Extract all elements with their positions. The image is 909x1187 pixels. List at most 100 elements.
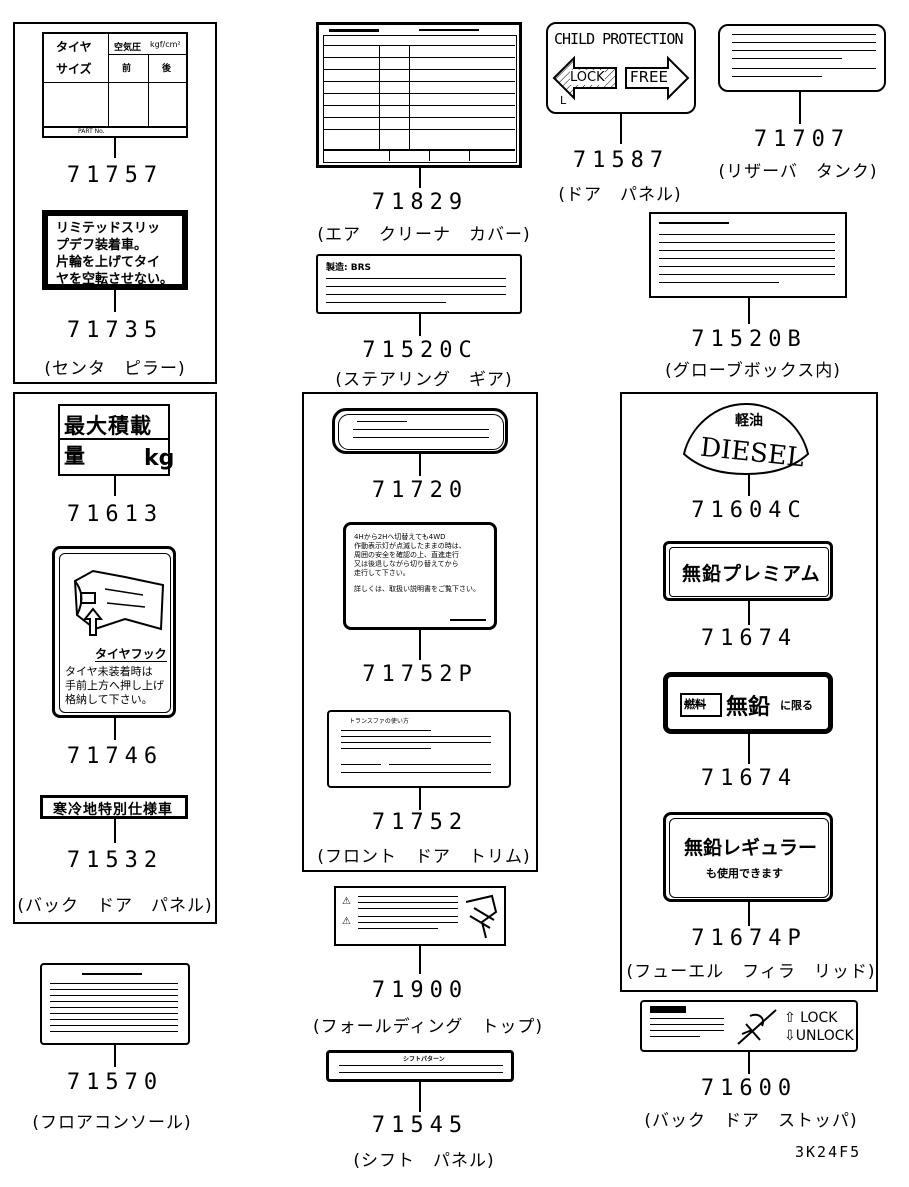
label-71900: ⚠ ⚠ <box>334 886 506 946</box>
leader <box>114 819 116 843</box>
lsd-line-4: ヤを空転させない。 <box>56 272 174 287</box>
folding-top-illustration-icon <box>465 894 498 939</box>
4wd-line-1: 4Hから2Hへ切替えても4WD <box>354 533 446 541</box>
leader <box>114 1045 116 1067</box>
part-number-71545: 71545 <box>371 1113 469 1138</box>
leader <box>748 298 750 324</box>
size-text: サイズ <box>56 62 92 76</box>
caption-71674P: (フューエル フィラ リッド) <box>626 962 876 982</box>
part-number-71720: 71720 <box>371 478 469 503</box>
part-number-71707: 71707 <box>753 127 851 152</box>
label-71600: ⇧ LOCK ⇩UNLOCK <box>640 1000 858 1052</box>
part-number-71520C: 71520C <box>362 338 478 363</box>
group-frame-right <box>620 392 878 992</box>
tire-hook-name: タイヤフック <box>95 647 167 661</box>
transfer-title: トランスファの使い方 <box>349 718 409 725</box>
label-71674P: 無鉛レギュラー も使用できます <box>663 812 833 902</box>
free-arrow-icon <box>625 55 690 101</box>
lsd-line-3: 片輪を上げてタイ <box>56 255 161 270</box>
caption-71570: (フロアコンソール) <box>32 1113 192 1133</box>
leader <box>114 290 116 312</box>
part-number-71613: 71613 <box>66 502 164 527</box>
fuel-badge-text: 燃料 <box>684 698 706 711</box>
4wd-text-block: 4Hから2Hへ切替えても4WD 作動表示灯が点滅したままの時は、 周囲の安全を確… <box>354 533 480 594</box>
lock-text: LOCK <box>570 70 605 85</box>
caption-71600: (バック ドア ストッパ) <box>644 1111 858 1131</box>
part-number-71829: 71829 <box>371 190 469 215</box>
caption-71829: (エア クリーナ カバー) <box>317 225 531 245</box>
4wd-line-5: 走行して下さい。 <box>354 569 410 577</box>
leader <box>114 718 116 740</box>
tire-hook-illustration-icon <box>73 569 165 636</box>
group-frame-center <box>302 392 538 872</box>
caption-71520B: (グローブボックス内) <box>665 361 841 381</box>
leader <box>748 601 750 625</box>
rear-text: 後 <box>162 64 172 74</box>
caption-71735: (センタ ピラー) <box>44 359 186 379</box>
label-71520C: 製造: BRS <box>316 254 522 314</box>
leader <box>748 902 750 926</box>
door-stopper-illustration-icon <box>737 1009 777 1045</box>
caption-71520C: (ステアリング ギア) <box>335 370 513 390</box>
kg-text: kg <box>144 446 175 471</box>
free-text: FREE <box>630 68 669 86</box>
caption-71545: (シフト パネル) <box>353 1151 495 1171</box>
caption-71587: (ドア パネル) <box>558 185 682 205</box>
leader <box>620 114 622 144</box>
regular-text: 無鉛レギュラー <box>684 837 818 859</box>
label-71752P: 4Hから2Hへ切替えても4WD 作動表示灯が点滅したままの時は、 周囲の安全を確… <box>343 522 497 630</box>
leader <box>419 946 421 974</box>
leader <box>419 314 421 336</box>
lsd-line-1: リミテッドスリッ <box>56 221 161 236</box>
part-number-71674-b: 71674 <box>700 766 798 791</box>
part-number-71587: 71587 <box>572 148 670 173</box>
leader <box>419 454 421 476</box>
label-71720 <box>332 408 508 454</box>
hook-line-1: タイヤ未装着時は <box>65 665 153 678</box>
front-text: 前 <box>122 64 132 74</box>
label-71674-premium: 無鉛プレミアム <box>663 541 833 601</box>
max-load-text: 最大積載量 <box>64 414 152 468</box>
tire-hook-text-block: タイヤ未装着時は 手前上方へ押し上げ 格納して下さい。 <box>65 665 164 707</box>
lsd-line-2: プデフ装着車。 <box>56 238 148 253</box>
part-number-71900: 71900 <box>371 978 469 1003</box>
label-71545: シフトパターン <box>326 1050 514 1082</box>
label-71829 <box>316 22 522 168</box>
unit-text: kgf/cm² <box>150 40 181 49</box>
only-text: に限る <box>780 699 813 712</box>
label-71613: 最大積載量 kg <box>58 404 174 476</box>
group-frame-top-left <box>13 22 217 384</box>
unleaded-text: 無鉛 <box>726 695 771 720</box>
label-71746: タイヤフック タイヤ未装着時は 手前上方へ押し上げ 格納して下さい。 <box>52 546 176 718</box>
group-frame-mid-left <box>13 392 217 924</box>
premium-text: 無鉛プレミアム <box>682 563 821 585</box>
caption-71752: (フロント ドア トリム) <box>317 847 531 867</box>
part-number-71735: 71735 <box>66 318 164 343</box>
hook-line-2: 手前上方へ押し上げ <box>65 679 164 692</box>
unlock-direction-text: ⇩UNLOCK <box>784 1028 854 1044</box>
label-71570 <box>40 963 190 1045</box>
part-number-71674P: 71674P <box>691 926 807 951</box>
4wd-line-4: 又は後退しながら切り替えてから <box>354 560 459 568</box>
part-number-71752P: 71752P <box>362 662 478 687</box>
4wd-line-3: 周囲の安全を確認の上、直進走行 <box>354 551 459 559</box>
caption-71900: (フォールディング トップ) <box>312 1017 544 1037</box>
part-number-71604C: 71604C <box>691 498 807 523</box>
label-71604C <box>682 402 810 476</box>
leader <box>799 92 801 124</box>
leader <box>748 474 750 496</box>
leader <box>419 788 421 810</box>
part-number-71752: 71752 <box>371 810 469 835</box>
warning-symbol-icon-2: ⚠ <box>342 916 351 927</box>
4wd-line-2: 作動表示灯が点滅したままの時は、 <box>354 542 466 550</box>
part-number-71757: 71757 <box>66 163 164 188</box>
tire-text: タイヤ <box>56 40 92 54</box>
diagram-code: 3K24F5 <box>795 1143 862 1161</box>
cold-spec-text: 寒冷地特別仕様車 <box>53 802 173 818</box>
part-number-71570: 71570 <box>66 1070 164 1095</box>
part-number-71532: 71532 <box>66 848 164 873</box>
brs-text: 製造: BRS <box>326 263 372 273</box>
label-71752: トランスファの使い方 <box>327 710 511 788</box>
label-71707 <box>718 24 886 92</box>
label-71587: CHILD PROTECTION LOCK L FREE <box>546 22 696 114</box>
